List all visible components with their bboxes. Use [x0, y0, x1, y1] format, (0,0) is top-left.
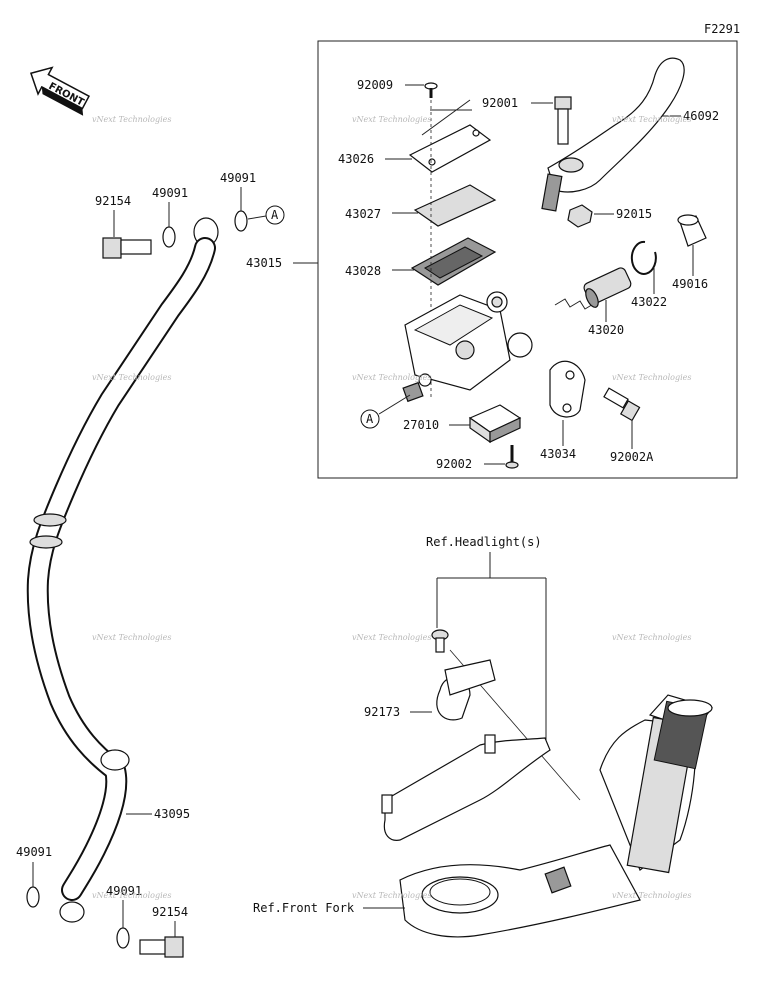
- clip-92173: [436, 659, 496, 721]
- screw-92009: [424, 82, 438, 98]
- clamp-43034: [549, 360, 586, 418]
- ref-front-fork: Ref.Front Fork: [253, 901, 355, 915]
- callout-a-left: [265, 205, 285, 225]
- label-43034: 43034: [540, 447, 576, 461]
- watermark-2: vNext Technologies: [352, 115, 431, 124]
- label-49016: 49016: [672, 277, 708, 291]
- ref-headlight: Ref.Headlight(s): [426, 535, 542, 549]
- label-43027: 43027: [345, 207, 381, 221]
- label-43028: 43028: [345, 264, 381, 278]
- label-46092: 46092: [683, 109, 719, 123]
- brake-hose-43095: [26, 217, 219, 923]
- label-92154-top: 92154: [95, 194, 131, 208]
- master-cylinder-body: [402, 291, 533, 403]
- watermark-9: vNext Technologies: [612, 633, 691, 642]
- label-43022: 43022: [631, 295, 667, 309]
- washer-49091-top1: [162, 226, 176, 248]
- label-92009: 92009: [357, 78, 393, 92]
- watermark-6: vNext Technologies: [612, 373, 691, 382]
- label-43026: 43026: [338, 152, 374, 166]
- headlight-bracket: [381, 734, 551, 841]
- banjo-bolt-92154-top: [102, 237, 152, 259]
- watermark-7: vNext Technologies: [92, 633, 171, 642]
- label-92001: 92001: [482, 96, 518, 110]
- label-49091-top1: 49091: [152, 186, 188, 200]
- front-arrow-icon: FRONT: [29, 66, 91, 116]
- screw-92002: [505, 445, 519, 469]
- label-27010: 27010: [403, 418, 439, 432]
- lever-46092: [541, 57, 685, 212]
- label-49091-bot2: 49091: [106, 884, 142, 898]
- bolt-headlight: [431, 629, 449, 653]
- figure-id: F2291: [704, 22, 740, 36]
- pivot-bolt-92001: [554, 96, 572, 145]
- watermark-1: vNext Technologies: [92, 115, 171, 124]
- callout-a-top: [360, 409, 380, 429]
- washer-49091-bot1: [26, 886, 40, 908]
- circlip-43022: [630, 240, 657, 275]
- nut-92015: [567, 204, 593, 228]
- watermark-8: vNext Technologies: [352, 633, 431, 642]
- label-43020: 43020: [588, 323, 624, 337]
- callout-a-left-label: A: [271, 208, 279, 222]
- callout-a-top-label: A: [366, 412, 374, 426]
- washer-49091-top2: [234, 210, 248, 232]
- label-92015: 92015: [616, 207, 652, 221]
- label-49091-bot1: 49091: [16, 845, 52, 859]
- label-92002: 92002: [436, 457, 472, 471]
- switch-27010: [468, 404, 522, 444]
- watermark-5: vNext Technologies: [352, 373, 431, 382]
- banjo-bolt-92154-bot: [139, 936, 184, 958]
- label-43095: 43095: [154, 807, 190, 821]
- watermark-3: vNext Technologies: [612, 115, 691, 124]
- label-92154-bot: 92154: [152, 905, 188, 919]
- label-43015: 43015: [246, 256, 282, 270]
- front-fork-triple-clamp: [399, 694, 714, 938]
- boot-49016: [677, 214, 707, 247]
- washer-49091-bot2: [116, 927, 130, 949]
- label-92002A: 92002A: [610, 450, 654, 464]
- watermark-12: vNext Technologies: [612, 891, 691, 900]
- watermark-10: vNext Technologies: [92, 891, 171, 900]
- label-49091-top2: 49091: [220, 171, 256, 185]
- watermark-4: vNext Technologies: [92, 373, 171, 382]
- label-92173: 92173: [364, 705, 400, 719]
- master-cylinder-box: [317, 40, 738, 479]
- bolt-92002A: [603, 387, 641, 422]
- watermark-11: vNext Technologies: [352, 891, 431, 900]
- diaphragm-plate-43027: [413, 184, 497, 227]
- piston-43020: [554, 267, 632, 310]
